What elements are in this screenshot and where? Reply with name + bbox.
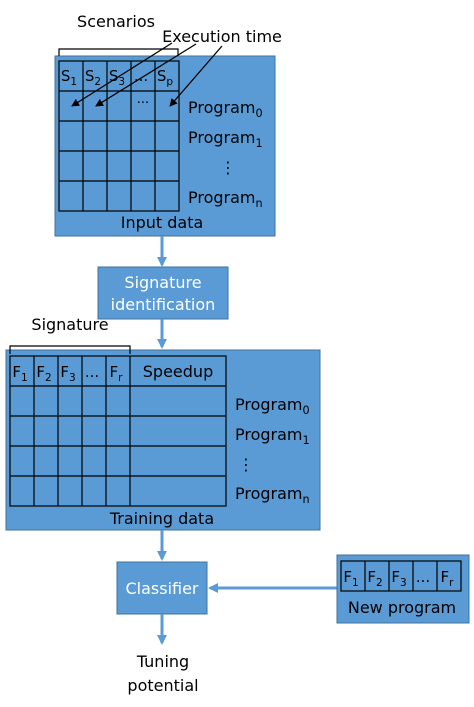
- classifier-box: [116, 561, 208, 615]
- execution-time-arrow-1: [71, 42, 173, 107]
- tuning-potential-line2: potential: [127, 676, 198, 695]
- scenario-header-1-subscript: 1: [70, 76, 77, 88]
- signature-identification-line1: Signature: [124, 273, 201, 292]
- training-program-label-2: ⋮: [238, 455, 254, 474]
- training-feature-header-5-subscript: r: [118, 372, 123, 384]
- new-program-caption: New program: [348, 598, 456, 617]
- training-grid-border: [9, 355, 227, 507]
- training-program-label-0: Program0: [235, 395, 310, 417]
- input-grid-ellipsis: ...: [137, 92, 149, 107]
- training-program-label-0-subscript: 0: [303, 404, 310, 417]
- scenarios-label: Scenarios: [77, 12, 155, 31]
- scenario-header-5-subscript: p: [166, 76, 173, 88]
- scenario-header-3-subscript: 3: [118, 76, 125, 88]
- training-program-label-3: Programn: [235, 484, 310, 506]
- speedup-header: Speedup: [143, 362, 213, 381]
- tuning-potential-line1: Tuning: [136, 652, 189, 671]
- new-program-feature-header-2-subscript: 2: [376, 577, 383, 589]
- classifier-label: Classifier: [125, 579, 198, 598]
- execution-time-arrow-2: [95, 43, 197, 107]
- input-program-label-1-subscript: 1: [256, 137, 263, 150]
- input-program-label-3-subscript: n: [256, 197, 263, 210]
- training-feature-header-4: ...: [85, 363, 99, 381]
- signature-bracket: [9, 345, 131, 354]
- classifier-block: Classifier: [116, 561, 208, 615]
- input-program-label-0: Program0: [188, 98, 263, 120]
- new-program-feature-header-5-subscript: r: [449, 577, 454, 589]
- input-program-label-1: Program1: [188, 128, 263, 150]
- signature-identification-box: [97, 266, 229, 320]
- signature-identification-block: Signature identification: [97, 266, 229, 320]
- input-data-caption: Input data: [121, 213, 204, 232]
- input-program-label-0-subscript: 0: [256, 107, 263, 120]
- training-program-label-1: Program1: [235, 425, 310, 447]
- tuning-potential-output: Tuning potential: [127, 652, 198, 695]
- input-data-box: [54, 55, 276, 237]
- training-data-caption: Training data: [109, 509, 214, 528]
- new-program-feature-header-4: ...: [416, 568, 430, 586]
- signature-label: Signature: [31, 315, 108, 334]
- training-program-label-3-subscript: n: [303, 493, 310, 506]
- training-feature-header-3-subscript: 3: [69, 372, 76, 384]
- execution-time-annotation: Execution time: [71, 27, 282, 107]
- input-program-label-3: Programn: [188, 188, 263, 210]
- training-feature-header-2-subscript: 2: [45, 372, 52, 384]
- training-program-label-1-subscript: 1: [303, 434, 310, 447]
- execution-time-arrow-3: [169, 45, 223, 107]
- scenario-header-4: ...: [134, 67, 148, 85]
- scenarios-bracket: [58, 48, 179, 56]
- new-program-feature-header-3-subscript: 3: [400, 577, 407, 589]
- input-program-label-2: ⋮: [220, 158, 236, 177]
- scenario-header-2-subscript: 2: [94, 76, 101, 88]
- new-program-feature-header-1-subscript: 1: [352, 577, 359, 589]
- scenarios-annotation: Scenarios: [58, 12, 179, 56]
- execution-time-label: Execution time: [162, 27, 282, 46]
- signature-annotation: Signature: [9, 315, 131, 354]
- input-grid-border: [58, 60, 180, 212]
- signature-identification-line2: identification: [111, 295, 216, 314]
- training-feature-header-1-subscript: 1: [21, 372, 28, 384]
- new-program-box: [336, 554, 470, 624]
- new-program-grid-border: [340, 560, 462, 592]
